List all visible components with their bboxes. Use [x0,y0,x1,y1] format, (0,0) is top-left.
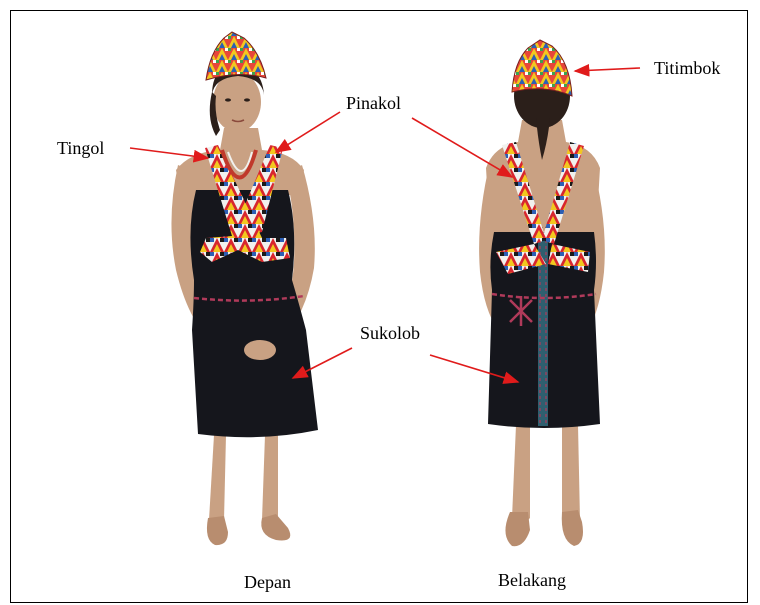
arrow-tingol [130,148,208,158]
woman-back-figure [479,40,605,546]
arrow-pinakol-front [276,112,340,152]
front-right-foot [261,514,290,541]
front-hands [244,340,276,360]
front-left-eye [225,98,231,101]
label-tingol: Tingol [57,138,104,159]
label-titimbok: Titimbok [654,58,720,79]
front-left-leg [209,435,226,530]
front-neck-shoulders [176,128,304,195]
caption-front: Depan [244,572,291,593]
back-left-foot [505,512,530,546]
front-right-eye [244,98,250,101]
label-sukolob: Sukolob [360,323,420,344]
label-pinakol: Pinakol [346,93,401,114]
front-titimbok-headdress [206,32,266,80]
back-titimbok-headdress [512,40,572,96]
arrow-pinakol-back [412,118,512,177]
arrow-titimbok [575,68,640,71]
caption-back: Belakang [498,570,566,591]
woman-front-figure [171,32,318,545]
front-left-foot [207,516,228,545]
